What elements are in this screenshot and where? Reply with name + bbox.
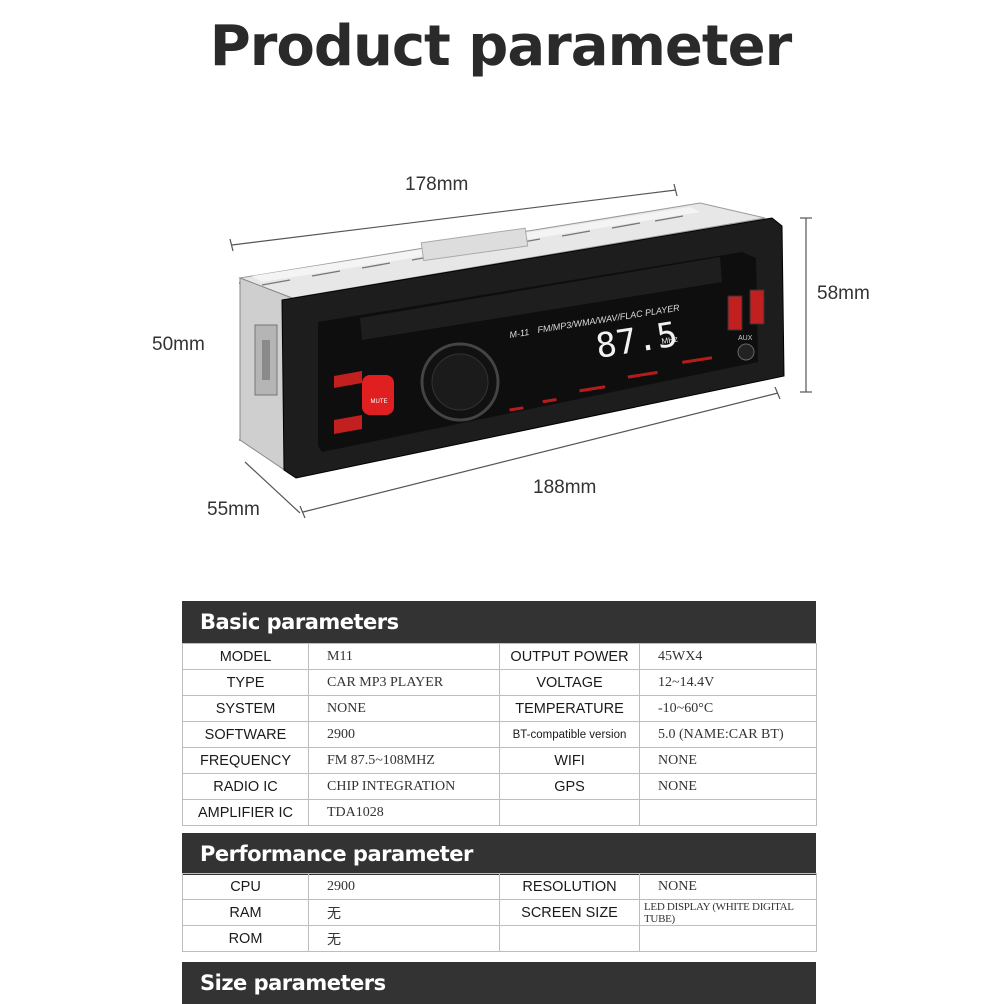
param-value — [639, 925, 817, 952]
param-label: ROM — [182, 925, 309, 952]
svg-text:MHz: MHz — [661, 335, 679, 346]
param-value: TDA1028 — [308, 799, 500, 826]
param-label: SOFTWARE — [182, 721, 309, 748]
table-row: SOFTWARE 2900 BT-compatible version 5.0 … — [182, 721, 817, 748]
param-label: TYPE — [182, 669, 309, 696]
param-label: RAM — [182, 899, 309, 926]
param-label: OUTPUT POWER — [499, 643, 640, 670]
param-value: NONE — [639, 773, 817, 800]
param-label: MODEL — [182, 643, 309, 670]
param-label: SCREEN SIZE — [499, 899, 640, 926]
dimension-top-width: 178mm — [405, 174, 469, 195]
param-label: GPS — [499, 773, 640, 800]
param-value — [639, 799, 817, 826]
svg-text:M-11: M-11 — [509, 327, 530, 340]
param-value: 2900 — [308, 721, 500, 748]
table-row: SYSTEM NONE TEMPERATURE -10~60°C — [182, 695, 817, 722]
car-radio-illustration: MUTE M-11 FM/MP3/WMA/WAV/FLAC PLAYER 87.… — [229, 183, 812, 519]
basic-parameters-heading: Basic parameters — [182, 601, 816, 643]
table-row: AMPLIFIER IC TDA1028 — [182, 799, 817, 826]
param-value: 45WX4 — [639, 643, 817, 670]
param-label: AMPLIFIER IC — [182, 799, 309, 826]
svg-text:AUX: AUX — [738, 335, 753, 342]
param-value: M11 — [308, 643, 500, 670]
param-label: VOLTAGE — [499, 669, 640, 696]
param-label — [499, 799, 640, 826]
table-row: MODEL M11 OUTPUT POWER 45WX4 — [182, 643, 817, 670]
size-parameters-heading: Size parameters — [182, 962, 816, 1004]
dimension-bottom-width: 188mm — [533, 477, 597, 498]
param-label: FREQUENCY — [182, 747, 309, 774]
param-value: LED DISPLAY (WHITE DIGITAL TUBE) — [639, 899, 817, 926]
param-label: RADIO IC — [182, 773, 309, 800]
param-label: RESOLUTION — [499, 873, 640, 900]
param-label — [499, 925, 640, 952]
param-label: CPU — [182, 873, 309, 900]
dimension-depth: 55mm — [207, 499, 260, 520]
param-value: -10~60°C — [639, 695, 817, 722]
performance-parameter-heading: Performance parameter — [182, 833, 816, 875]
param-value: NONE — [308, 695, 500, 722]
param-label: BT-compatible version — [499, 721, 640, 748]
param-value: CHIP INTEGRATION — [308, 773, 500, 800]
table-row: RADIO IC CHIP INTEGRATION GPS NONE — [182, 773, 817, 800]
param-value: 2900 — [308, 873, 500, 900]
param-value: 无 — [308, 925, 500, 952]
page-title: Product parameter — [209, 14, 793, 79]
table-row: ROM 无 — [182, 925, 817, 952]
param-value: FM 87.5~108MHZ — [308, 747, 500, 774]
table-row: RAM 无 SCREEN SIZE LED DISPLAY (WHITE DIG… — [182, 899, 817, 926]
param-value: NONE — [639, 873, 817, 900]
param-value: 5.0 (NAME:CAR BT) — [639, 721, 817, 748]
param-value: 无 — [308, 899, 500, 926]
table-row: TYPE CAR MP3 PLAYER VOLTAGE 12~14.4V — [182, 669, 817, 696]
table-row: CPU 2900 RESOLUTION NONE — [182, 873, 817, 900]
param-value: NONE — [639, 747, 817, 774]
performance-parameter-table: CPU 2900 RESOLUTION NONE RAM 无 SCREEN SI… — [182, 873, 817, 952]
param-label: TEMPERATURE — [499, 695, 640, 722]
param-value: CAR MP3 PLAYER — [308, 669, 500, 696]
param-label: WIFI — [499, 747, 640, 774]
param-value: 12~14.4V — [639, 669, 817, 696]
dimension-side-height: 50mm — [152, 334, 205, 355]
basic-parameters-table: MODEL M11 OUTPUT POWER 45WX4 TYPE CAR MP… — [182, 643, 817, 826]
dimension-front-height: 58mm — [817, 283, 870, 304]
param-label: SYSTEM — [182, 695, 309, 722]
table-row: FREQUENCY FM 87.5~108MHZ WIFI NONE — [182, 747, 817, 774]
svg-text:MUTE: MUTE — [371, 399, 388, 405]
